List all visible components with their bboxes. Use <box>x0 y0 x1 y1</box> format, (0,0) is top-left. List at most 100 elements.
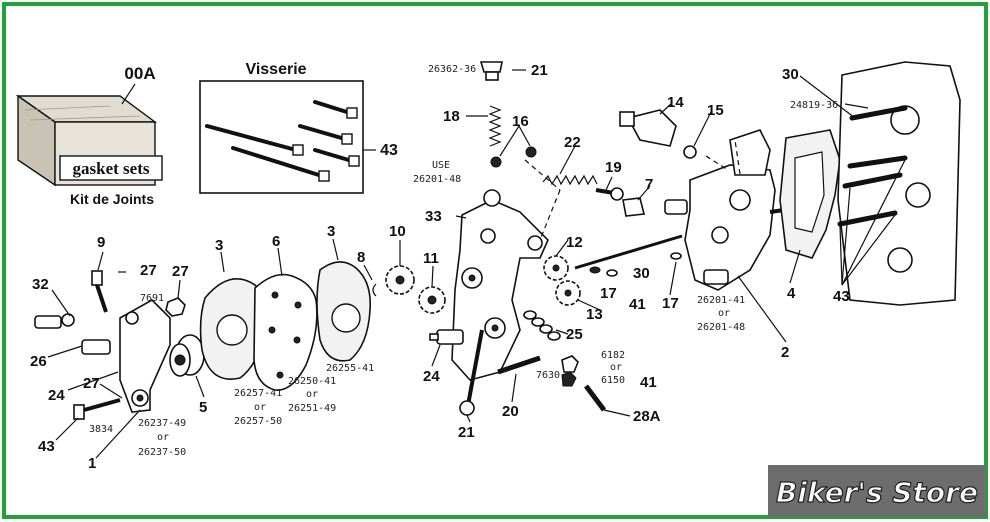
gear-12 <box>543 255 569 281</box>
gasket-kit-box <box>15 94 163 187</box>
pn-or-5: or <box>157 432 169 443</box>
keys-17 <box>589 252 682 277</box>
callout-21a: 21 <box>531 62 548 79</box>
callout-33: 33 <box>425 208 442 225</box>
bolt-heads <box>292 107 360 182</box>
hardware-box <box>199 80 364 194</box>
check-valve-fitting-26 <box>34 313 111 355</box>
gear-11 <box>418 286 446 314</box>
shaft-30 <box>574 234 683 270</box>
pump-body-2 <box>664 129 776 291</box>
pn-26237-49: 26237-49 <box>138 418 186 429</box>
callout-41a: 41 <box>629 296 646 313</box>
dash-line-right2 <box>734 139 741 175</box>
kit-box-text: gasket sets <box>73 159 150 178</box>
callout-18: 18 <box>443 108 460 125</box>
callout-28A: 28A <box>633 408 661 425</box>
washer-15 <box>683 145 697 159</box>
leader-lines <box>47 69 906 459</box>
brand-name: Biker's Store <box>776 476 978 509</box>
callout-20: 20 <box>502 403 519 420</box>
callout-27a: 27 <box>140 262 157 279</box>
pn-6182: 6182 <box>601 350 625 361</box>
callout-4: 4 <box>787 285 796 302</box>
callout-24a: 24 <box>48 387 65 404</box>
callout-3a: 3 <box>215 237 223 254</box>
bolt-43-left <box>73 398 121 420</box>
pn-7630: 7630 <box>536 370 560 381</box>
callout-labels: 1 2 3 3 4 5 6 7 8 9 10 11 12 13 14 15 16… <box>30 62 850 472</box>
callout-27b: 27 <box>172 263 189 280</box>
pn-24819-36: 24819-36 <box>790 100 838 111</box>
callout-32: 32 <box>32 276 49 293</box>
fitting-7 <box>622 197 645 217</box>
callout-21b: 21 <box>458 424 475 441</box>
pump-body-33 <box>451 189 549 381</box>
pn-26201-48-top: 26201-48 <box>413 174 461 185</box>
callout-41b: 41 <box>640 374 657 391</box>
hex-nut-27 <box>165 297 186 317</box>
callout-2: 2 <box>781 344 789 361</box>
pump-cover-body <box>119 299 171 413</box>
callout-12: 12 <box>566 234 583 251</box>
nuts-41 <box>561 355 579 387</box>
hardware-ref: 43 <box>380 142 398 159</box>
callout-22: 22 <box>564 134 581 151</box>
callout-17b: 17 <box>662 295 679 312</box>
pn-or-4: or <box>610 362 622 373</box>
clip-8 <box>372 283 377 297</box>
pn-7691: 7691 <box>140 293 164 304</box>
washers-25 <box>523 310 561 341</box>
pn-26255-41: 26255-41 <box>326 363 374 374</box>
dash-line-center <box>524 159 561 191</box>
part-number-labels: 26362-36 USE 26201-48 24819-36 7691 2620… <box>89 64 838 458</box>
breather-valve-14 <box>619 109 677 147</box>
kit-label: 00A <box>124 64 155 83</box>
callout-27c: 27 <box>83 375 100 392</box>
pn-26257-41: 26257-41 <box>234 388 282 399</box>
pn-26201-48: 26201-48 <box>697 322 745 333</box>
callout-11: 11 <box>423 250 439 267</box>
pn-26251-49: 26251-49 <box>288 403 336 414</box>
fitting-24-center <box>429 329 464 345</box>
screw-19 <box>595 187 624 201</box>
gear-13 <box>555 280 581 306</box>
callout-6: 6 <box>272 233 280 250</box>
callout-43b: 43 <box>833 288 850 305</box>
callout-24b: 24 <box>423 368 440 385</box>
pn-3834: 3834 <box>89 424 113 435</box>
pin-20 <box>497 355 541 375</box>
ball-16a <box>490 156 502 168</box>
callout-17a: 17 <box>600 285 617 302</box>
spring-22 <box>542 174 598 186</box>
callout-43a: 43 <box>38 438 55 455</box>
pn-6150: 6150 <box>601 375 625 386</box>
brand-watermark: Biker's Store <box>768 465 986 517</box>
studs-43-right <box>837 105 908 227</box>
dash-line-right <box>705 155 729 171</box>
callout-1: 1 <box>88 455 96 472</box>
plug-21-top <box>479 61 503 81</box>
kit-caption: Kit de Joints <box>70 191 154 207</box>
dash-line-center2 <box>539 189 561 241</box>
pn-26257-50: 26257-50 <box>234 416 282 427</box>
callout-8: 8 <box>357 249 365 266</box>
callout-30a: 30 <box>782 66 799 83</box>
gasket-4 <box>779 129 841 259</box>
callout-13: 13 <box>586 306 603 323</box>
pn-or-1: or <box>718 308 730 319</box>
bolt-9 <box>91 270 108 313</box>
gasket-3-right <box>316 261 372 362</box>
pn-26250-41: 26250-41 <box>288 376 336 387</box>
screw-28A <box>584 384 606 412</box>
callout-9: 9 <box>97 234 105 251</box>
spring-18 <box>488 105 502 147</box>
crankcase <box>837 61 961 306</box>
pn-26201-41: 26201-41 <box>697 295 745 306</box>
callout-19: 19 <box>605 159 622 176</box>
callout-10: 10 <box>389 223 406 240</box>
pn-26237-50: 26237-50 <box>138 447 186 458</box>
callout-26: 26 <box>30 353 47 370</box>
